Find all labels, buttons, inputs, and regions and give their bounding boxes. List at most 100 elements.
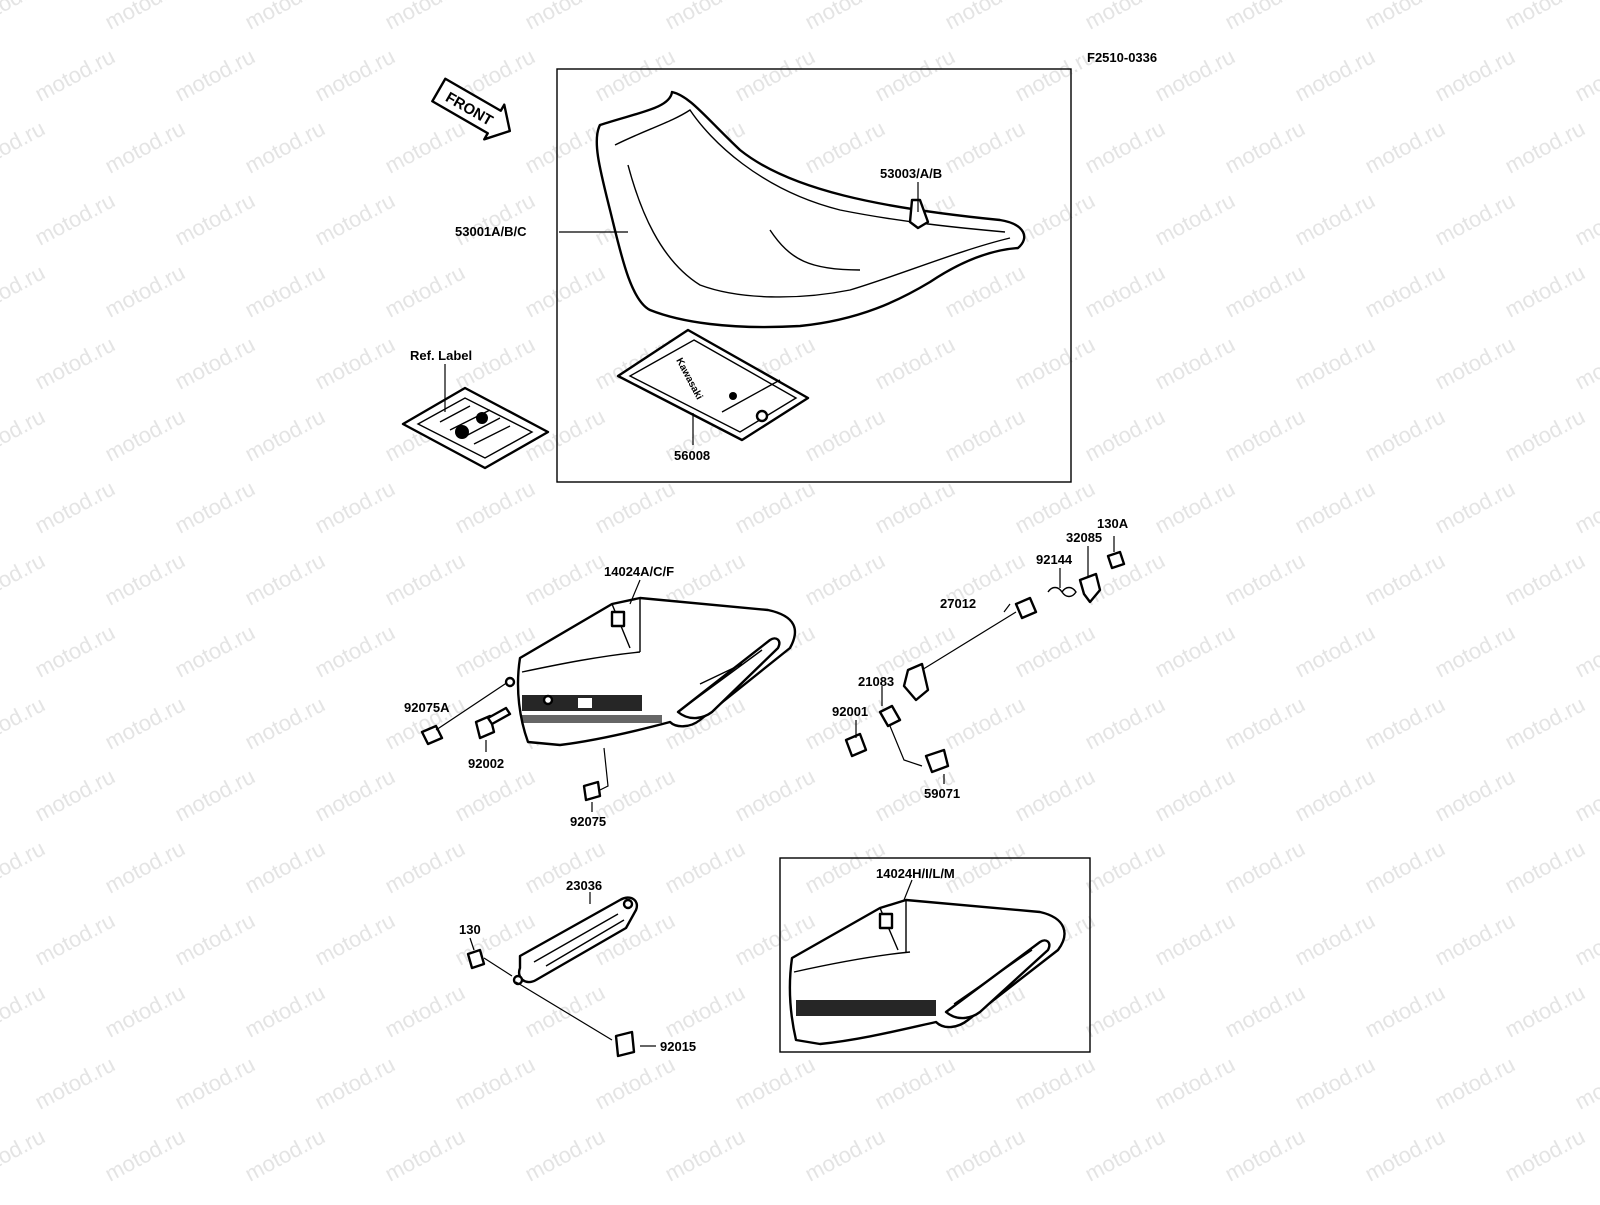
watermark-text: motod.ru — [311, 332, 399, 395]
watermark-text: motod.ru — [0, 260, 49, 323]
watermark-text: motod.ru — [1081, 692, 1169, 755]
watermark-text: motod.ru — [591, 476, 679, 539]
label-cable: 27012 — [940, 596, 976, 611]
watermark-text: motod.ru — [1291, 332, 1379, 395]
watermark-text: motod.ru — [241, 116, 329, 179]
watermark-text: motod.ru — [1571, 1052, 1600, 1115]
watermark-text: motod.ru — [31, 332, 119, 395]
watermark-text: motod.ru — [1081, 980, 1169, 1043]
bolt-92002 — [474, 706, 512, 740]
watermark-text: motod.ru — [661, 980, 749, 1043]
watermark-text: motod.ru — [101, 980, 189, 1043]
watermark-text: motod.ru — [381, 260, 469, 323]
watermark-text: motod.ru — [241, 692, 329, 755]
watermark-text: motod.ru — [1081, 836, 1169, 899]
watermark-text: motod.ru — [1151, 188, 1239, 251]
watermark-text: motod.ru — [1291, 908, 1379, 971]
watermark-text: motod.ru — [1291, 44, 1379, 107]
watermark-text: motod.ru — [521, 1124, 609, 1187]
label-bolt-92002: 92002 — [468, 756, 504, 771]
watermark-text: motod.ru — [871, 332, 959, 395]
watermark-text: motod.ru — [241, 548, 329, 611]
leader-130 — [469, 937, 475, 951]
watermark-text: motod.ru — [1501, 0, 1589, 34]
label-ref-label: Ref. Label — [410, 348, 472, 363]
watermark-text: motod.ru — [1501, 692, 1589, 755]
watermark-text: motod.ru — [1151, 620, 1239, 683]
watermark-text: motod.ru — [1571, 44, 1600, 107]
label-clip: 92015 — [660, 1039, 696, 1054]
watermark-text: motod.ru — [1571, 908, 1600, 971]
watermark-text: motod.ru — [311, 908, 399, 971]
watermark-text: motod.ru — [1431, 332, 1519, 395]
leader-cover — [629, 579, 641, 605]
watermark-text: motod.ru — [101, 404, 189, 467]
label-bag: 56008 — [674, 448, 710, 463]
watermark-text: motod.ru — [1291, 1052, 1379, 1115]
watermark-text: motod.ru — [1431, 188, 1519, 251]
figure-code: F2510-0336 — [1087, 50, 1157, 65]
watermark-text: motod.ru — [1221, 116, 1309, 179]
label-seat-part: 53003/A/B — [880, 166, 942, 181]
watermark-text: motod.ru — [31, 1052, 119, 1115]
watermark-text: motod.ru — [1151, 476, 1239, 539]
alt-cover-box — [779, 857, 1091, 1053]
watermark-text: motod.ru — [311, 1052, 399, 1115]
watermark-text: motod.ru — [311, 620, 399, 683]
label-130a: 130A — [1097, 516, 1129, 531]
watermark-text: motod.ru — [241, 0, 329, 34]
tool-bag-56008: Kawasaki — [616, 328, 810, 442]
watermark-text: motod.ru — [451, 764, 539, 827]
watermark-text: motod.ru — [521, 0, 609, 34]
watermark-text: motod.ru — [731, 1052, 819, 1115]
watermark-text: motod.ru — [241, 260, 329, 323]
watermark-text: motod.ru — [1571, 620, 1600, 683]
watermark-text: motod.ru — [1501, 548, 1589, 611]
watermark-text: motod.ru — [451, 188, 539, 251]
watermark-text: motod.ru — [661, 836, 749, 899]
watermark-text: motod.ru — [101, 260, 189, 323]
watermark-text: motod.ru — [101, 1124, 189, 1187]
watermark-text: motod.ru — [871, 476, 959, 539]
watermark-text: motod.ru — [1151, 332, 1239, 395]
watermark-text: motod.ru — [801, 404, 889, 467]
watermark-text: motod.ru — [31, 908, 119, 971]
watermark-text: motod.ru — [1361, 692, 1449, 755]
watermark-text: motod.ru — [801, 116, 889, 179]
seat-53001 — [595, 90, 1026, 329]
watermark-text: motod.ru — [31, 764, 119, 827]
watermark-text: motod.ru — [661, 1124, 749, 1187]
watermark-text: motod.ru — [1081, 260, 1169, 323]
watermark-text: motod.ru — [1151, 44, 1239, 107]
tail-cover-14024acf — [516, 596, 797, 747]
watermark-text: motod.ru — [1501, 836, 1589, 899]
watermark-text: motod.ru — [1081, 404, 1169, 467]
label-bolt-a: 92075A — [404, 700, 450, 715]
watermark-text: motod.ru — [0, 116, 49, 179]
watermark-text: motod.ru — [381, 0, 469, 34]
watermark-text: motod.ru — [311, 476, 399, 539]
watermark-text: motod.ru — [941, 404, 1029, 467]
watermark-text: motod.ru — [101, 0, 189, 34]
watermark-text: motod.ru — [171, 620, 259, 683]
watermark-text: motod.ru — [171, 476, 259, 539]
leader-cover-alt — [903, 879, 913, 901]
watermark-text: motod.ru — [101, 548, 189, 611]
watermark-text: motod.ru — [171, 764, 259, 827]
watermark-text: motod.ru — [1081, 116, 1169, 179]
watermark-text: motod.ru — [1221, 260, 1309, 323]
label-screw-130: 130 — [459, 922, 481, 937]
watermark-text: motod.ru — [1571, 764, 1600, 827]
watermark-text: motod.ru — [311, 44, 399, 107]
watermark-text: motod.ru — [1361, 980, 1449, 1043]
watermark-text: motod.ru — [1221, 980, 1309, 1043]
watermark-text: motod.ru — [1221, 404, 1309, 467]
watermark-text: motod.ru — [171, 44, 259, 107]
watermark-text: motod.ru — [871, 1052, 959, 1115]
watermark-text: motod.ru — [521, 260, 609, 323]
watermark-text: motod.ru — [31, 44, 119, 107]
watermark-text: motod.ru — [31, 620, 119, 683]
watermark-text: motod.ru — [1431, 764, 1519, 827]
watermark-text: motod.ru — [1081, 1124, 1169, 1187]
